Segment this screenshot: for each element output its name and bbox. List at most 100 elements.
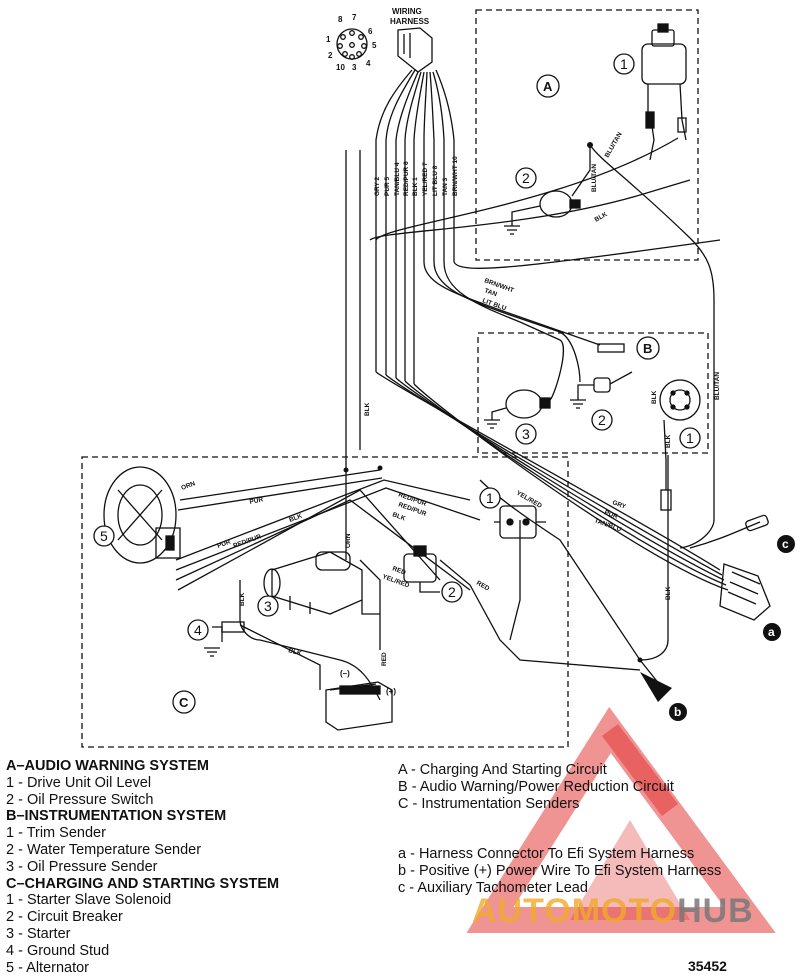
callout-a1: 1 <box>613 53 635 75</box>
legend-item: C - Instrumentation Senders <box>398 795 580 812</box>
svg-text:2: 2 <box>522 170 530 186</box>
figure-number: 35452 <box>688 958 727 974</box>
legend-item: 3 - Oil Pressure Sender <box>6 858 158 875</box>
pin-number: 2 <box>328 51 333 60</box>
pin-number: 1 <box>326 35 331 44</box>
legend-item: 1 - Trim Sender <box>6 825 106 842</box>
wire-label-tan3: TAN 3 <box>442 177 449 196</box>
svg-text:4: 4 <box>194 622 202 638</box>
callout-c2: 2 <box>441 581 463 603</box>
legend-item: 4 - Ground Stud <box>6 942 110 959</box>
wire-label-red-breaker: RED <box>475 580 491 593</box>
callout-connector-a: a <box>763 623 781 641</box>
legend-connections: a - Harness Connector To Efi System Harn… <box>398 846 721 896</box>
section-letter-c: C <box>172 690 196 714</box>
wire-label-gry: GRY <box>611 499 627 511</box>
svg-text:2: 2 <box>598 412 606 428</box>
legend-item: B–INSTRUMENTATION SYSTEM <box>6 808 227 825</box>
callout-c3: 3 <box>257 595 279 617</box>
legend-item: 5 - Alternator <box>6 959 90 976</box>
callout-connector-c: c <box>777 535 795 553</box>
junction-dots <box>343 142 643 663</box>
section-c-box <box>81 456 569 748</box>
legend-item: c - Auxiliary Tachometer Lead <box>398 879 588 896</box>
legend-item: B - Audio Warning/Power Reduction Circui… <box>398 778 674 795</box>
wiring-diagram: WIRING HARNESS 8 7 6 5 4 3 10 2 1 GRY 2 … <box>81 7 795 748</box>
legend-item: 2 - Water Temperature Sender <box>6 841 202 858</box>
callout-connector-b: b <box>669 703 687 721</box>
wire-label-blk-right: BLK <box>665 586 672 600</box>
starter-component <box>263 551 380 615</box>
harness-plug <box>397 27 433 73</box>
wire-label-blk-ground: BLK <box>287 647 302 657</box>
harness-title-line1: WIRING <box>392 7 422 16</box>
svg-text:c: c <box>782 537 789 551</box>
svg-text:C: C <box>179 695 189 710</box>
pin-number: 4 <box>366 59 371 68</box>
legend-item: C–CHARGING AND STARTING SYSTEM <box>6 875 280 892</box>
wire-label-litblu: LIT BLU <box>481 297 507 312</box>
wire-label-red-starter: RED <box>391 565 407 576</box>
pin-number: 10 <box>336 63 345 72</box>
wire-label-orn-alt: ORN <box>180 480 196 492</box>
pin-number: 5 <box>372 41 377 50</box>
tach-lead-terminal <box>745 514 769 532</box>
water-temperature-sender-component <box>570 343 633 409</box>
svg-text:A: A <box>543 79 553 94</box>
ground-stud-component <box>204 621 245 657</box>
harness-pin-face <box>336 28 368 60</box>
wire-label-gry2: GRY 2 <box>374 176 381 196</box>
legend-item: A - Charging And Starting Circuit <box>398 762 607 778</box>
wire-label-red-battery: RED <box>381 652 388 666</box>
svg-text:1: 1 <box>686 430 694 446</box>
wire-label-blk-b2: BLK <box>665 434 672 448</box>
battery-component <box>325 681 393 731</box>
circuit-breaker-component <box>403 545 440 593</box>
harness-wire-bundle <box>375 69 455 384</box>
battery-negative-label: (–) <box>340 669 350 678</box>
svg-text:b: b <box>674 705 681 719</box>
section-b-box <box>477 332 709 454</box>
svg-text:1: 1 <box>486 490 494 506</box>
svg-text:B: B <box>643 341 652 356</box>
pin-number: 7 <box>352 13 357 22</box>
pin-number: 3 <box>352 63 357 72</box>
svg-text:3: 3 <box>522 426 530 442</box>
wire-label-redpur6: RED/PUR 6 <box>403 161 410 196</box>
wire-label-blk-starter: BLK <box>239 592 246 606</box>
wire-label-pur-right: PUR <box>603 509 619 520</box>
legend-item: 2 - Circuit Breaker <box>6 909 123 926</box>
wire-label-tanblu4: TAN/BLU 4 <box>394 162 401 196</box>
wire-label-yelred7: YEL/RED 7 <box>422 162 429 196</box>
wire-label-blk1: BLK 1 <box>412 177 419 196</box>
wire-label-tan: TAN <box>483 287 498 298</box>
wire-label-tanblu-right: TAN/BLU <box>593 517 622 533</box>
callout-c1: 1 <box>479 487 501 509</box>
legend-circuits: A - Charging And Starting Circuit B - Au… <box>398 762 674 812</box>
wire-label-orn-mid: ORN <box>345 533 352 548</box>
callout-b2: 2 <box>591 409 613 431</box>
wire-label-pur5: PUR 5 <box>384 176 391 196</box>
legend-item: A–AUDIO WARNING SYSTEM <box>6 758 210 774</box>
wire-label-yelred: YEL/RED <box>515 490 543 510</box>
wire-label-blk-left: BLK <box>364 402 371 416</box>
trim-sender-component <box>659 379 701 511</box>
watermark-part2: HUB <box>677 892 754 930</box>
wire-label-blk-mid: BLK <box>391 511 406 522</box>
legend-item: 3 - Starter <box>6 925 71 942</box>
callout-a2: 2 <box>515 167 537 189</box>
wire-label-litblu8: LIT BLU 8 <box>432 165 439 196</box>
legend-item: a - Harness Connector To Efi System Harn… <box>398 846 695 862</box>
legend-item: 1 - Drive Unit Oil Level <box>6 774 152 791</box>
oil-pressure-switch-component <box>504 146 591 235</box>
positive-power-arrow <box>640 672 672 702</box>
svg-text:5: 5 <box>100 528 108 544</box>
callout-c4: 4 <box>187 619 209 641</box>
drive-unit-oil-level-component <box>641 23 687 161</box>
svg-text:1: 1 <box>620 56 628 72</box>
wire-label-blk-b: BLK <box>651 390 658 404</box>
section-letter-a: A <box>536 74 560 98</box>
callout-b1: 1 <box>679 427 701 449</box>
wire-label-blk-a: BLK <box>594 211 609 224</box>
watermark-text: AUTOMOTOHUB <box>472 892 754 931</box>
